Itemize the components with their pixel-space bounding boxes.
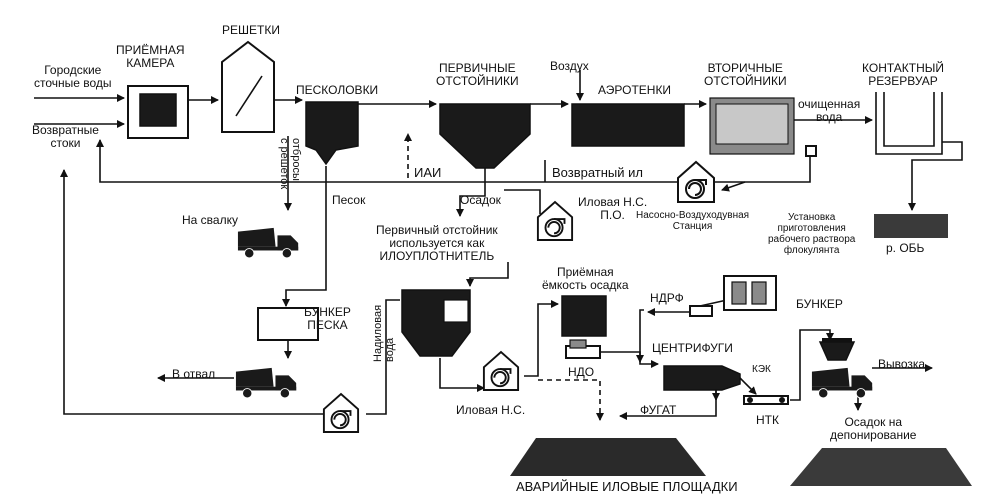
label-ustanovka-flokulyanta: Установка приготовления рабочего раствор… bbox=[768, 212, 856, 256]
na-svalku-truck-icon bbox=[237, 227, 299, 258]
river-ob-shape bbox=[874, 214, 948, 238]
aerotenki-tank bbox=[571, 103, 685, 147]
label-reshetki: РЕШЕТКИ bbox=[222, 23, 280, 37]
label-ndo: НДО bbox=[568, 365, 595, 379]
pervichnye-otstoiniki-tank bbox=[439, 103, 531, 169]
priemnaya-emkost-tank bbox=[561, 295, 607, 337]
label-priemnaya-kamera: ПРИЁМНАЯ КАМЕРА bbox=[116, 43, 185, 70]
label-vozvratnyi-il: Возвратный ил bbox=[552, 165, 643, 180]
tsentrifugi-unit bbox=[663, 365, 741, 391]
label-vozvratnye-stoki: Возвратные стоки bbox=[32, 123, 99, 150]
label-vtorichnye-otstoiniki: ВТОРИЧНЫЕ ОТСТОЙНИКИ bbox=[704, 61, 787, 88]
ilovaya-ns-pump-icon bbox=[482, 351, 520, 391]
flow-lines bbox=[34, 70, 963, 421]
label-priemnaya-emkost-osadka: Приёмная ёмкость осадка bbox=[542, 265, 629, 292]
kontaktnyi-rezervuar-tank bbox=[875, 92, 943, 155]
label-kek: КЭК bbox=[752, 364, 771, 375]
label-pervichnye-otstoiniki: ПЕРВИЧНЫЕ ОТСТОЙНИКИ bbox=[436, 61, 519, 88]
label-osadok: Осадок bbox=[460, 193, 501, 207]
label-ndrf: НДРФ bbox=[650, 291, 684, 305]
label-aerotenki: АЭРОТЕНКИ bbox=[598, 83, 672, 97]
label-vyvozka: Вывозка bbox=[878, 357, 926, 371]
label-pesok: Песок bbox=[332, 193, 366, 207]
avariinye-ploshchadki-shape bbox=[510, 438, 706, 476]
nasosno-vozdukhoduvnaya-pump-icon bbox=[677, 161, 715, 203]
vyvozka-truck-icon bbox=[811, 367, 873, 398]
label-gorodskie-stochnye-vody: Городские сточные воды bbox=[34, 63, 112, 90]
label-tsentrifugi: ЦЕНТРИФУГИ bbox=[652, 341, 733, 355]
nadilovaya-pump-icon bbox=[322, 393, 360, 433]
ilovaya-ns-po-pump-icon bbox=[536, 201, 574, 241]
label-osadok-na-deponirovanie: Осадок на депонирование bbox=[830, 415, 917, 442]
ilouplotnitel-thickener bbox=[401, 289, 471, 357]
label-na-svalku: На свалку bbox=[182, 213, 238, 227]
label-nadilovaya-voda: Надиловая вода bbox=[372, 304, 396, 362]
ntk-conveyor bbox=[743, 395, 789, 405]
reshetki-screen-house bbox=[221, 40, 275, 133]
label-pervichnyi-ilouplotnitel: Первичный отстойник используется как ИЛО… bbox=[376, 223, 498, 263]
bunker-peska-box bbox=[257, 307, 319, 341]
ustanovka-flokulyanta-unit bbox=[689, 275, 777, 317]
vtorichnye-otstoiniki-tank bbox=[709, 97, 817, 157]
label-bunker: БУНКЕР bbox=[796, 297, 843, 311]
label-fugat: ФУГАТ bbox=[640, 403, 677, 417]
label-otbrosy-s-reshetok: отбросы с решеток bbox=[278, 138, 302, 190]
label-peskolovki: ПЕСКОЛОВКИ bbox=[296, 83, 379, 97]
label-vozdukh: Воздух bbox=[550, 59, 589, 73]
priemnaya-kamera-tank bbox=[127, 85, 189, 139]
bunker-hopper bbox=[818, 338, 856, 361]
label-ochishchennaya-voda: очищенная вода bbox=[798, 97, 861, 124]
label-v-otval: В отвал bbox=[172, 367, 216, 381]
osadok-depon-pile bbox=[790, 448, 972, 486]
v-otval-truck-icon bbox=[235, 367, 297, 398]
label-bunker-peska: БУНКЕР ПЕСКА bbox=[304, 305, 351, 332]
label-avariinye-ilovye-ploshchadki: АВАРИЙНЫЕ ИЛОВЫЕ ПЛОЩАДКИ bbox=[516, 479, 738, 494]
peskolovki-sand-trap bbox=[305, 101, 359, 166]
label-ntk: НТК bbox=[756, 413, 779, 427]
label-iai: ИАИ bbox=[414, 165, 442, 180]
label-ilovaya-ns-po: Иловая Н.С. П.О. bbox=[578, 195, 648, 222]
label-kontaktnyi-rezervuar: КОНТАКТНЫЙ РЕЗЕРВУАР bbox=[862, 61, 945, 88]
label-r-ob: р. ОБЬ bbox=[886, 241, 925, 255]
label-ilovaya-ns: Иловая Н.С. bbox=[456, 403, 526, 417]
ndo-pump-unit bbox=[565, 339, 601, 359]
label-nasosno-vozdukhoduvnaya: Насосно-Воздуходувная Станция bbox=[636, 210, 750, 232]
